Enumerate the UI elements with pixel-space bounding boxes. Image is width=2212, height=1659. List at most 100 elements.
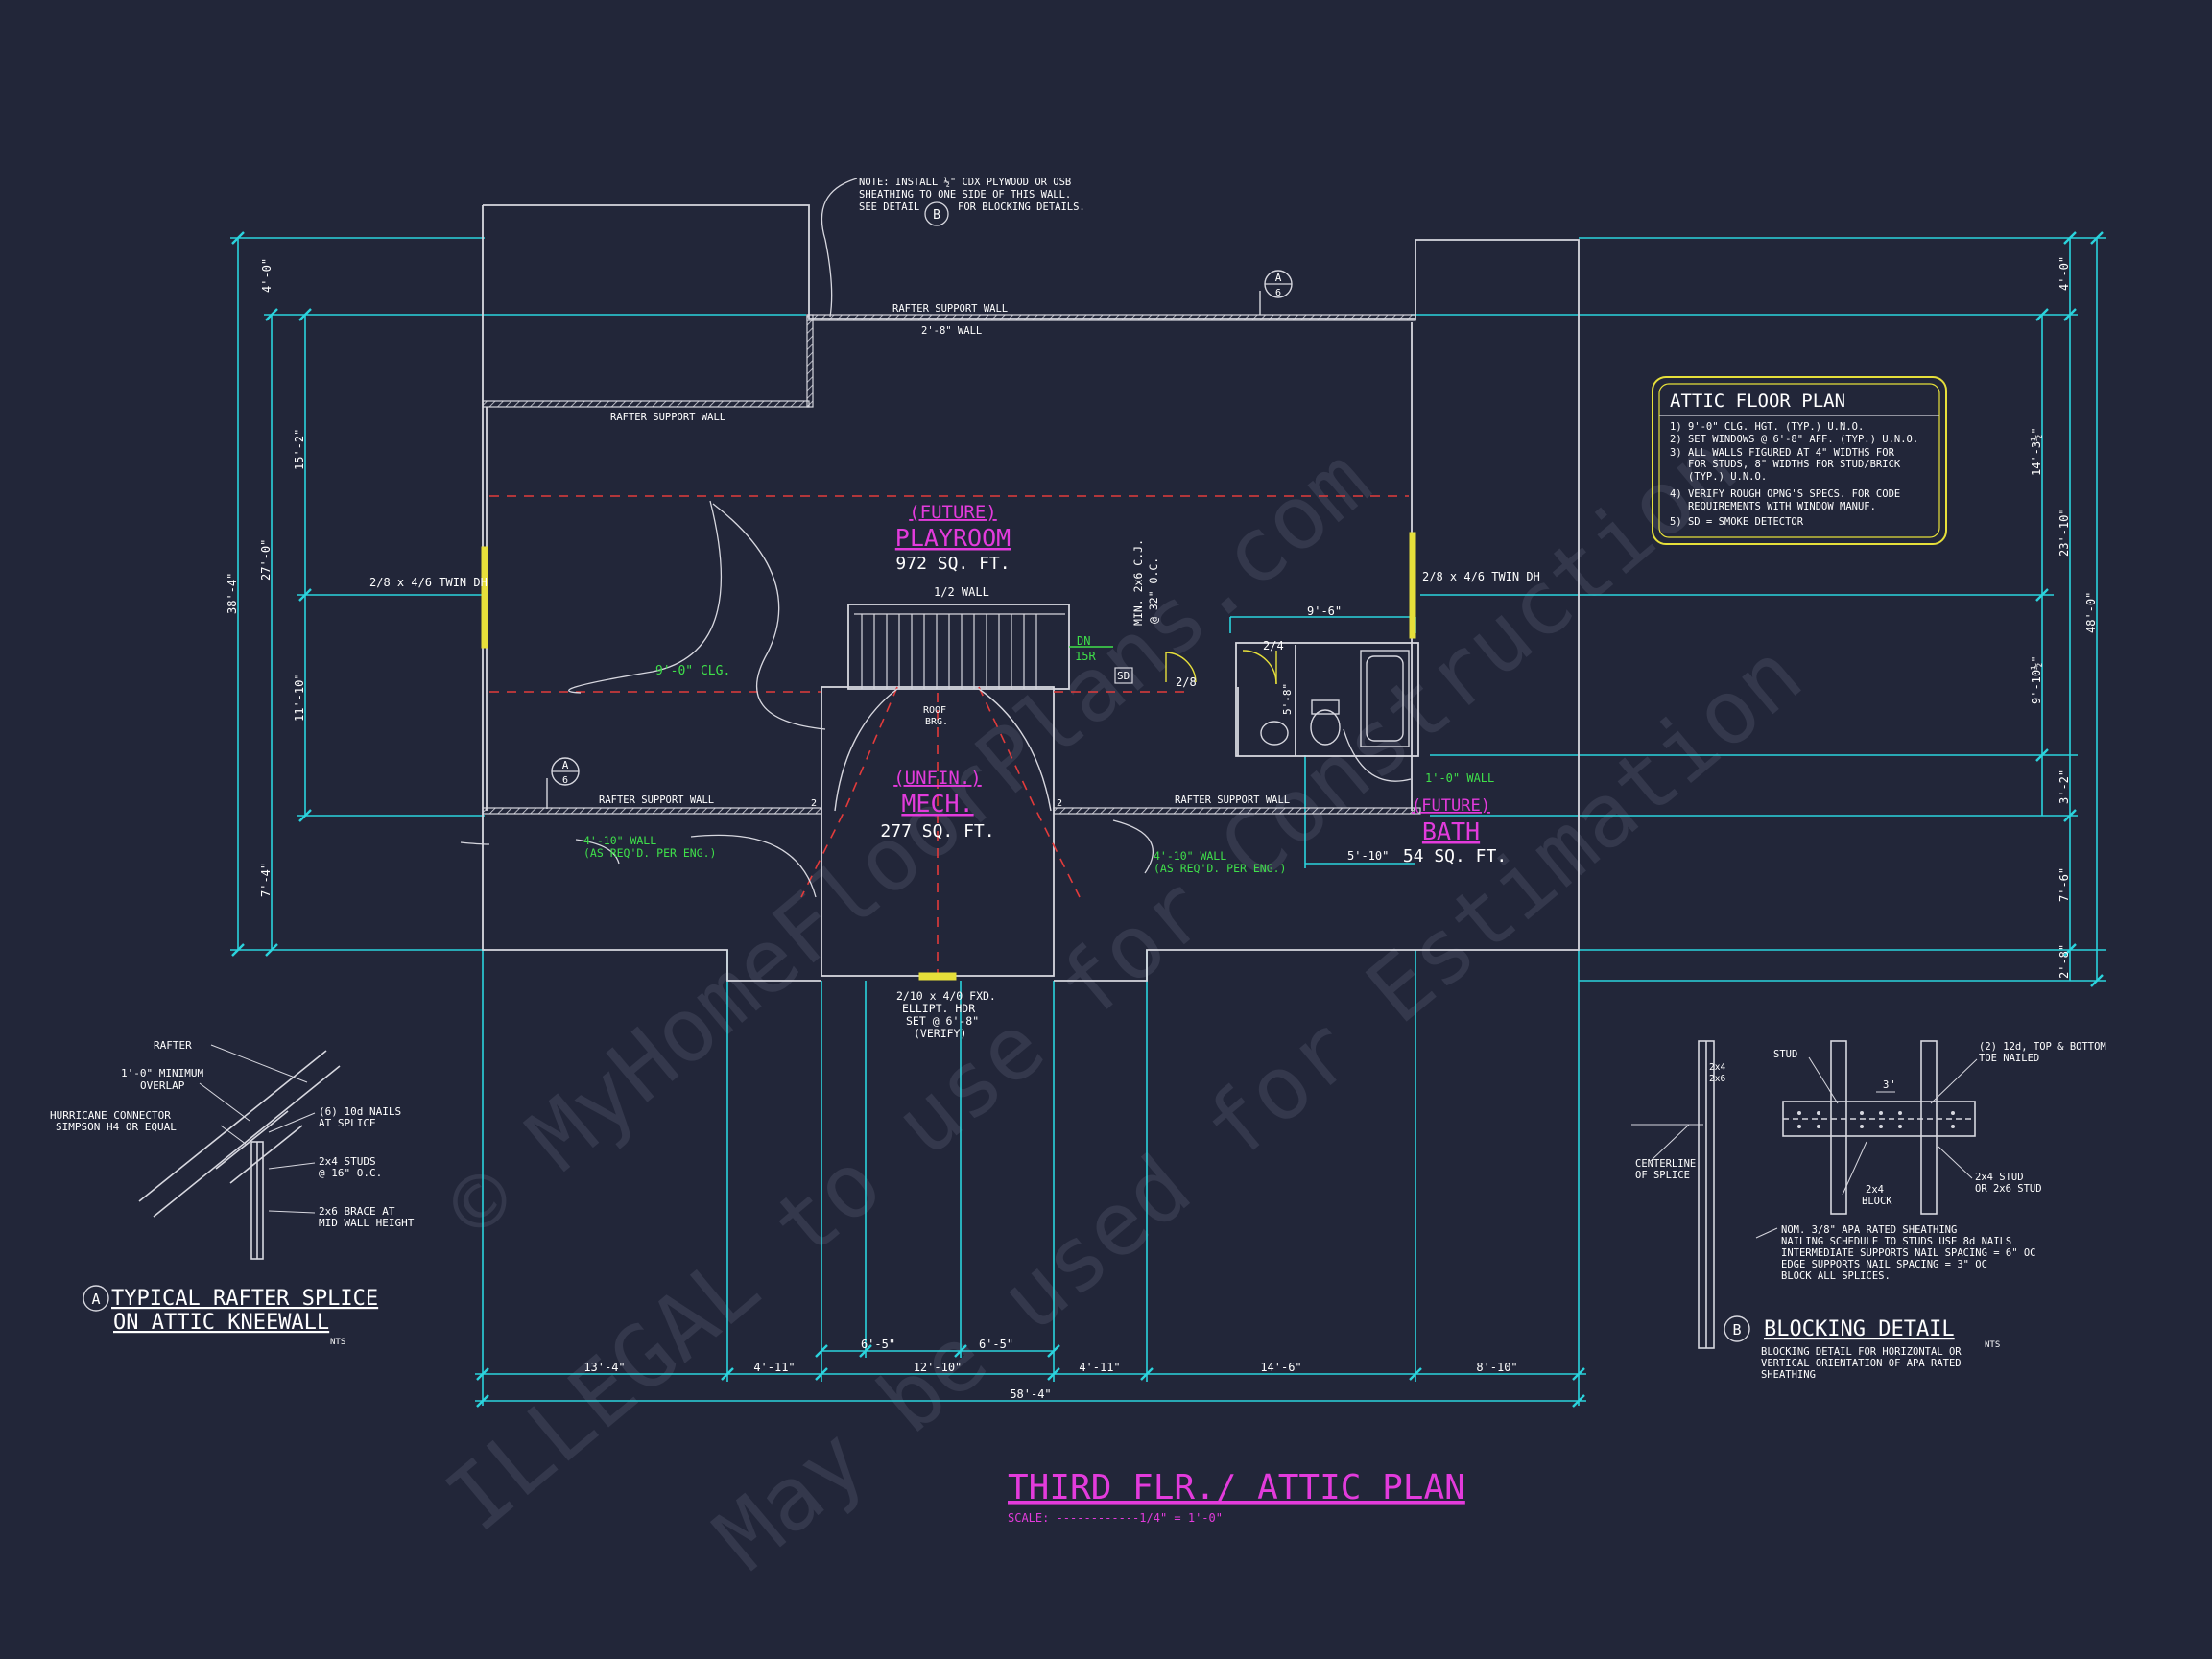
svg-text:2x6: 2x6: [1709, 1074, 1725, 1084]
svg-text:BLOCK ALL SPLICES.: BLOCK ALL SPLICES.: [1781, 1270, 1891, 1282]
svg-text:HURRICANE CONNECTOR: HURRICANE CONNECTOR: [50, 1109, 171, 1122]
svg-text:58'-4": 58'-4": [1010, 1387, 1051, 1401]
svg-text:BLOCKING DETAIL FOR HORIZONTAL: BLOCKING DETAIL FOR HORIZONTAL OR: [1761, 1346, 1962, 1358]
svg-text:15'-2": 15'-2": [293, 429, 306, 470]
svg-text:INTERMEDIATE SUPPORTS NAIL SPA: INTERMEDIATE SUPPORTS NAIL SPACING = 6" …: [1781, 1247, 2036, 1259]
svg-text:ELLIPT. HDR: ELLIPT. HDR: [902, 1002, 975, 1015]
svg-text:ROOF: ROOF: [923, 705, 946, 716]
svg-text:2/4: 2/4: [1263, 639, 1284, 652]
svg-text:EDGE SUPPORTS NAIL SPACING = 3: EDGE SUPPORTS NAIL SPACING = 3" OC: [1781, 1259, 1987, 1270]
detail-b-title: BLOCKING DETAIL: [1764, 1317, 1955, 1341]
playroom-tag: (FUTURE): [909, 502, 997, 523]
section-marker-left: A 6: [546, 757, 580, 809]
detail-b-bubble: B: [1732, 1321, 1741, 1339]
svg-text:SEE DETAIL: SEE DETAIL: [859, 201, 919, 213]
svg-text:1/2 WALL: 1/2 WALL: [934, 585, 989, 599]
ridge-lines: [489, 495, 1409, 974]
mech-tag: (UNFIN.): [893, 768, 982, 789]
svg-text:2: 2: [811, 798, 817, 809]
svg-text:CENTERLINE: CENTERLINE: [1635, 1158, 1696, 1170]
stair-treads: [854, 613, 1065, 689]
svg-text:4'-0": 4'-0": [2057, 256, 2071, 291]
dims-bottom: 13'-4" 4'-11" 6'-5" 12'-10" 6'-5" 4'-11"…: [583, 1338, 1517, 1401]
svg-text:NOTE: INSTALL ½" CDX PLYWOOD O: NOTE: INSTALL ½" CDX PLYWOOD OR OSB: [859, 177, 1071, 188]
playroom-name: PLAYROOM: [895, 524, 1011, 552]
rafter-walls: [482, 314, 1421, 815]
section-marker-top: A 6: [1259, 270, 1293, 315]
svg-text:3'-2": 3'-2": [2057, 770, 2071, 804]
svg-text:14'-6": 14'-6": [1260, 1361, 1301, 1374]
roof-bearing-curve-right: [978, 688, 1052, 812]
svg-text:RAFTER SUPPORT WALL: RAFTER SUPPORT WALL: [892, 303, 1008, 315]
dimension-lines: [230, 237, 2106, 1406]
detail-a-rafter-splice: RAFTER 1'-0" MINIMUM OVERLAP HURRICANE C…: [50, 1039, 415, 1347]
watermark: © MyHomeFloorPlans.com ILLEGAL to use fo…: [427, 414, 1820, 1590]
svg-text:2/8 x 4/6 TWIN DH: 2/8 x 4/6 TWIN DH: [369, 576, 488, 589]
mech-name: MECH.: [901, 790, 973, 818]
svg-text:38'-4": 38'-4": [226, 573, 239, 614]
leader-lines: [460, 178, 1412, 898]
attic-notes-box: ATTIC FLOOR PLAN 1) 9'-0" CLG. HGT. (TYP…: [1652, 376, 1947, 545]
svg-text:VERTICAL ORIENTATION OF APA RA: VERTICAL ORIENTATION OF APA RATED: [1761, 1358, 1962, 1369]
svg-text:27'-0": 27'-0": [259, 539, 273, 581]
svg-text:@ 16" O.C.: @ 16" O.C.: [319, 1167, 382, 1179]
svg-text:9'-10½": 9'-10½": [2030, 655, 2043, 704]
svg-text:4'-10" WALL: 4'-10" WALL: [1154, 849, 1226, 863]
svg-text:MIN. 2x6 C.J.: MIN. 2x6 C.J.: [1131, 539, 1145, 626]
bath-area: 54 SQ. FT.: [1403, 846, 1507, 866]
svg-text:RAFTER SUPPORT WALL: RAFTER SUPPORT WALL: [610, 412, 725, 423]
dims-left: 4'-0" 15'-2" 38'-4" 27'-0" 11'-10" 7'-4": [226, 258, 306, 897]
svg-text:9'-0" CLG.: 9'-0" CLG.: [655, 664, 730, 678]
svg-text:BRG.: BRG.: [925, 717, 948, 727]
svg-text:OVERLAP: OVERLAP: [140, 1079, 185, 1092]
svg-text:1'-0" WALL: 1'-0" WALL: [1425, 771, 1494, 785]
svg-text:2/10 x 4/0 FXD.: 2/10 x 4/0 FXD.: [896, 989, 996, 1003]
svg-text:REQUIREMENTS WITH WINDOW MANUF: REQUIREMENTS WITH WINDOW MANUF.: [1670, 501, 1876, 512]
svg-text:6: 6: [1275, 288, 1281, 298]
dims-right: 4'-0" 14'-3½" 23'-10" 9'-10½" 48'-0" 3'-…: [2030, 256, 2098, 979]
svg-text:2'-8": 2'-8": [2057, 944, 2071, 979]
plan-labels: NOTE: INSTALL ½" CDX PLYWOOD OR OSB SHEA…: [369, 177, 1540, 1040]
svg-text:NAILING SCHEDULE TO STUDS USE: NAILING SCHEDULE TO STUDS USE 8d NAILS: [1781, 1236, 2011, 1247]
svg-text:AT SPLICE: AT SPLICE: [319, 1117, 376, 1129]
svg-text:SD: SD: [1117, 670, 1130, 682]
svg-text:4) VERIFY ROUGH OPNG'S SPECS.: 4) VERIFY ROUGH OPNG'S SPECS. FOR CODE: [1670, 488, 1900, 500]
svg-text:2x4 STUDS: 2x4 STUDS: [319, 1155, 376, 1168]
svg-text:2x4: 2x4: [1866, 1184, 1884, 1196]
title-scale: SCALE: ------------1/4" = 1'-0": [1008, 1511, 1223, 1525]
svg-text:SHEATHING: SHEATHING: [1761, 1369, 1816, 1381]
svg-text:OR 2x6 STUD: OR 2x6 STUD: [1975, 1183, 2042, 1195]
svg-text:2: 2: [1057, 798, 1062, 809]
windows: [481, 532, 1416, 981]
playroom-area: 972 SQ. FT.: [895, 554, 1010, 574]
detail-a-title-1: TYPICAL RAFTER SPLICE: [111, 1287, 378, 1311]
svg-text:4'-11": 4'-11": [753, 1361, 795, 1374]
svg-text:NTS: NTS: [1985, 1340, 2000, 1350]
svg-text:5'-8": 5'-8": [1281, 683, 1294, 715]
svg-text:1) 9'-0" CLG. HGT. (TYP.) U.N.: 1) 9'-0" CLG. HGT. (TYP.) U.N.O.: [1670, 421, 1864, 433]
svg-text:2x4 STUD: 2x4 STUD: [1975, 1172, 2024, 1183]
svg-text:2/8: 2/8: [1176, 675, 1197, 689]
svg-text:B: B: [933, 208, 940, 223]
svg-text:8'-10": 8'-10": [1476, 1361, 1517, 1374]
bath-tag: (FUTURE): [1412, 796, 1490, 816]
svg-text:NOM. 3/8" APA RATED SHEATHING: NOM. 3/8" APA RATED SHEATHING: [1781, 1224, 1957, 1236]
svg-text:FOR STUDS, 8" WIDTHS FOR STUD/: FOR STUDS, 8" WIDTHS FOR STUD/BRICK: [1670, 459, 1901, 470]
svg-text:5) SD = SMOKE DETECTOR: 5) SD = SMOKE DETECTOR: [1670, 516, 1804, 528]
svg-text:12'-10": 12'-10": [914, 1361, 963, 1374]
svg-text:23'-10": 23'-10": [2057, 508, 2071, 557]
svg-text:MID WALL HEIGHT: MID WALL HEIGHT: [319, 1217, 415, 1229]
svg-text:14'-3½": 14'-3½": [2030, 427, 2043, 476]
svg-text:2/8 x 4/6 TWIN DH: 2/8 x 4/6 TWIN DH: [1422, 570, 1540, 583]
svg-text:TOE NAILED: TOE NAILED: [1979, 1053, 2039, 1064]
svg-text:48'-0": 48'-0": [2084, 592, 2098, 633]
svg-text:NTS: NTS: [330, 1338, 345, 1347]
svg-text:15R: 15R: [1075, 650, 1096, 663]
svg-text:4'-11": 4'-11": [1079, 1361, 1120, 1374]
svg-text:4'-10" WALL: 4'-10" WALL: [583, 834, 656, 847]
svg-text:6'-5": 6'-5": [861, 1338, 895, 1351]
svg-text:BLOCK: BLOCK: [1862, 1196, 1892, 1207]
bath-fixtures: [1165, 650, 1410, 747]
svg-text:2x6 BRACE AT: 2x6 BRACE AT: [319, 1205, 395, 1218]
